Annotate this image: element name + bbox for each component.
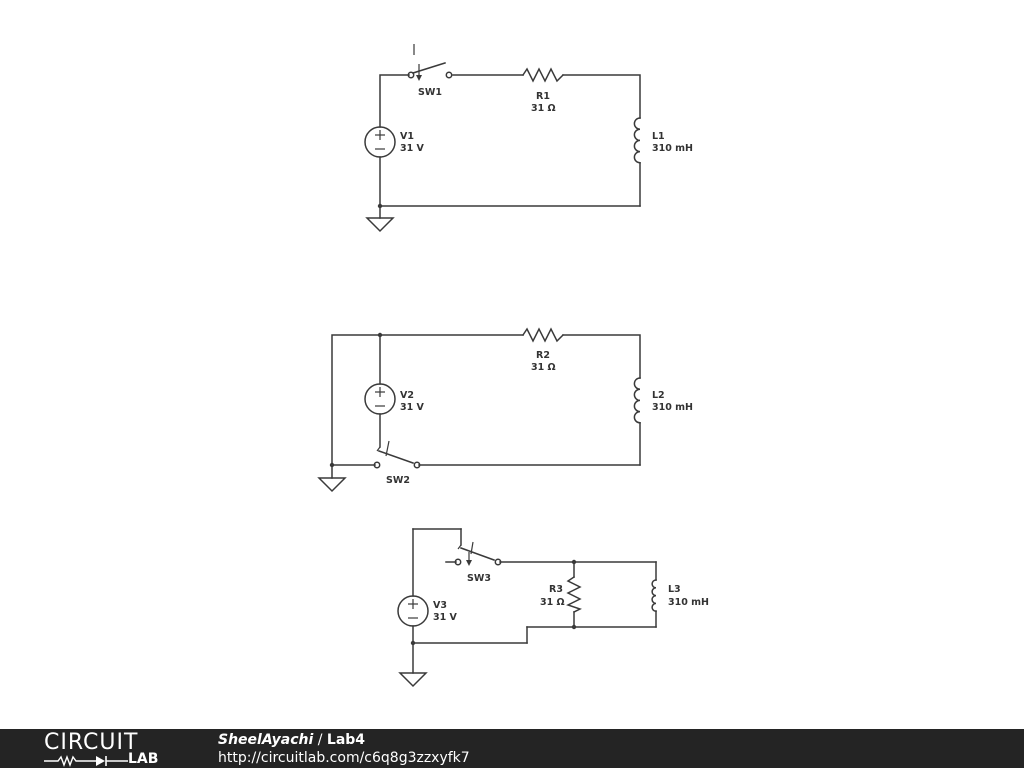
junction-node: [377, 203, 383, 209]
v3-name-label: V3: [433, 600, 447, 611]
sw1-name-label: SW1: [418, 87, 442, 98]
r1-name-label: R1: [536, 91, 550, 102]
r3-name-label: R3: [549, 584, 563, 595]
sw3-name-label: SW3: [467, 573, 491, 584]
project-title-link[interactable]: Lab4: [326, 732, 366, 748]
voltage-source-v1[interactable]: [364, 126, 396, 158]
r1-value-label: 31 Ω: [531, 103, 556, 114]
junction-node: [410, 640, 416, 646]
resistor-diode-logo-icon: [44, 755, 128, 767]
credit-separator: /: [313, 732, 327, 748]
wire-group-3: [412, 528, 657, 674]
switch-sw2[interactable]: [373, 440, 421, 469]
inductor-l1[interactable]: [633, 117, 641, 164]
voltage-source-v2[interactable]: [364, 383, 396, 415]
junction-node: [329, 462, 335, 468]
inductor-l3[interactable]: [651, 579, 657, 612]
v2-name-label: V2: [400, 390, 414, 401]
junction-node: [571, 559, 577, 565]
sw2-name-label: SW2: [386, 475, 410, 486]
project-url-link[interactable]: http://circuitlab.com/c6q8g3zzxyfk7: [218, 750, 470, 766]
r3-value-label: 31 Ω: [540, 597, 565, 608]
voltage-source-v3[interactable]: [397, 595, 429, 627]
circuit-3: V3 31 V SW3 R3 31 Ω L3 310 mH: [397, 528, 709, 688]
v1-name-label: V1: [400, 131, 414, 142]
circuit-1: V1 31 V SW1 R1 31 Ω L1 310 mH: [364, 44, 693, 233]
resistor-r2[interactable]: [521, 327, 565, 343]
v3-value-label: 31 V: [433, 612, 458, 623]
resistor-r1[interactable]: [521, 67, 565, 83]
author-link[interactable]: SheelAyachi: [218, 732, 314, 748]
inductor-l2[interactable]: [633, 377, 641, 424]
l1-name-label: L1: [652, 131, 665, 142]
logo-wordmark-bottom: LAB: [128, 751, 159, 767]
circuit-schematic: V1 31 V SW1 R1 31 Ω L1 310 mH: [317, 44, 709, 688]
r2-name-label: R2: [536, 350, 550, 361]
v2-value-label: 31 V: [400, 402, 425, 413]
v1-value-label: 31 V: [400, 143, 425, 154]
l2-value-label: 310 mH: [652, 402, 693, 413]
ground-symbol: [398, 672, 428, 688]
l3-name-label: L3: [668, 584, 681, 595]
switch-sw3[interactable]: [454, 541, 502, 566]
junction-node: [571, 624, 577, 630]
footer-bar: CIRCUIT LAB SheelAyachi / Lab4 http://ci…: [0, 729, 1024, 768]
l2-name-label: L2: [652, 390, 665, 401]
circuit-2: V2 31 V SW2 R2 31 Ω L2 310 mH: [317, 327, 693, 493]
wire-group-2: [331, 334, 641, 479]
circuitlab-logo[interactable]: CIRCUIT LAB: [44, 731, 174, 767]
l1-value-label: 310 mH: [652, 143, 693, 154]
project-credit: SheelAyachi / Lab4: [218, 731, 365, 749]
junction-node: [377, 332, 383, 338]
ground-symbol: [317, 477, 347, 493]
wire-group-1: [379, 74, 641, 219]
logo-wordmark-top: CIRCUIT: [44, 730, 139, 755]
l3-value-label: 310 mH: [668, 597, 709, 608]
ground-symbol: [365, 217, 395, 233]
resistor-r3[interactable]: [566, 575, 582, 614]
r2-value-label: 31 Ω: [531, 362, 556, 373]
switch-sw1[interactable]: [407, 44, 453, 81]
